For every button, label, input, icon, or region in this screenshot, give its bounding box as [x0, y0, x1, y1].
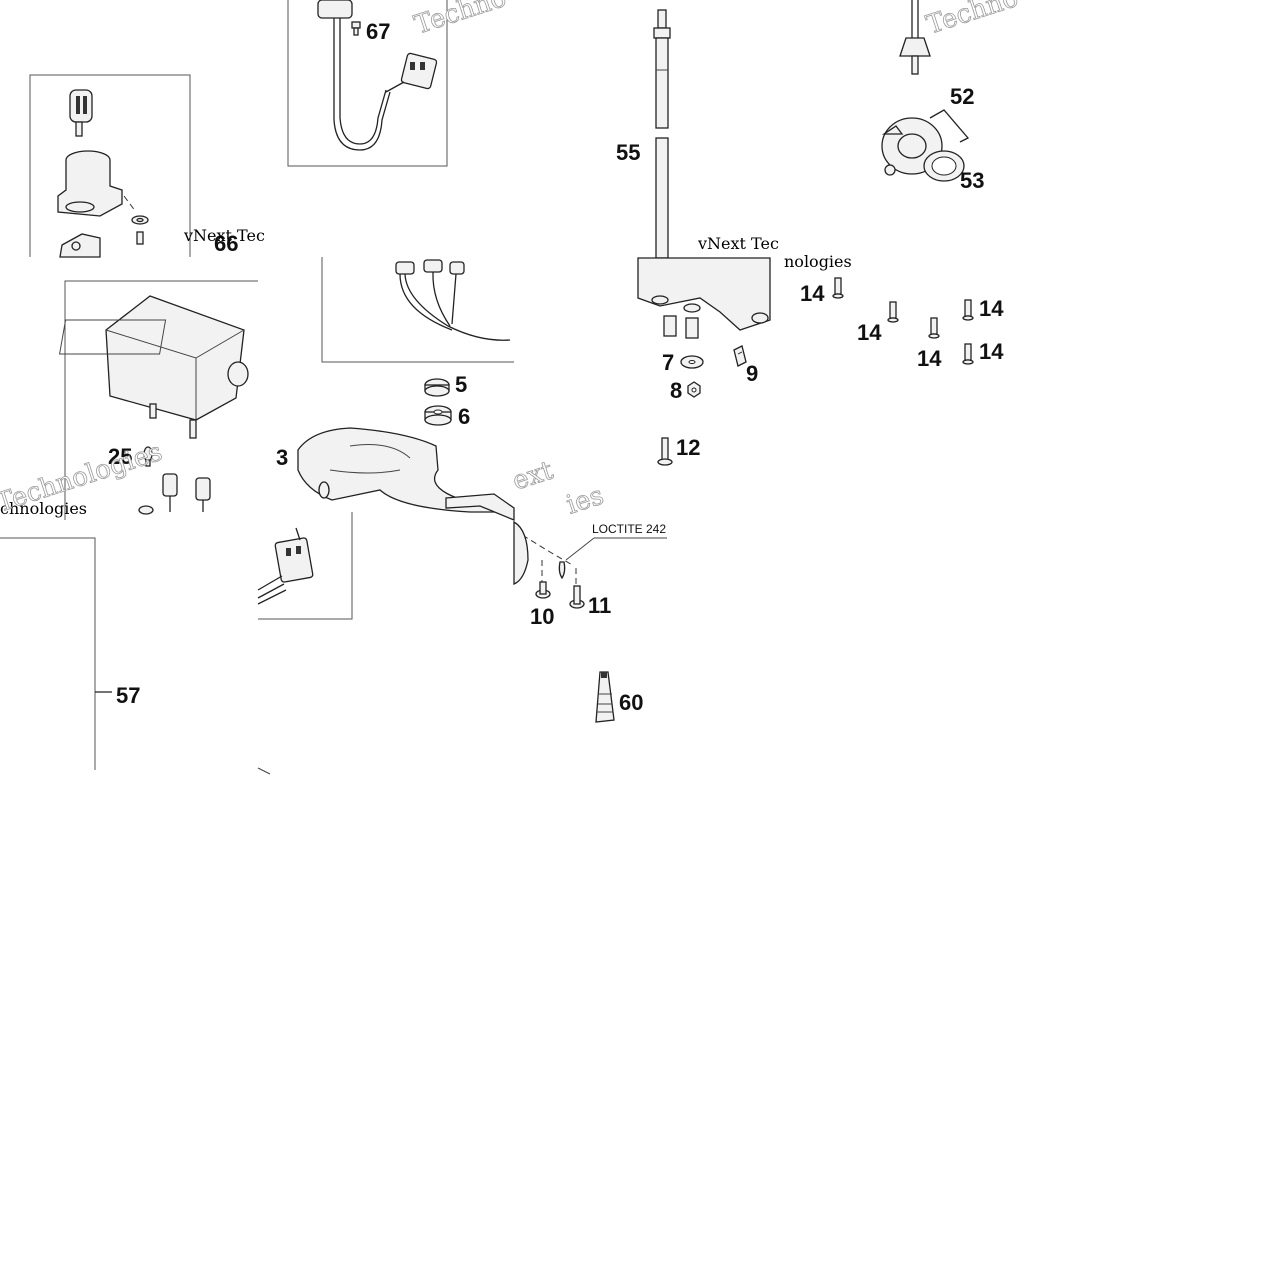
connector-box: [321, 257, 514, 363]
watermarks: vNext Tec vNext Tec nologies chnologies …: [0, 0, 1022, 521]
callout-12: 12: [676, 435, 700, 460]
screw-12: [657, 437, 673, 466]
watermark-ies: ies: [563, 481, 608, 521]
plug-connector-box: [257, 512, 353, 620]
harness-57-box: [0, 537, 271, 775]
callout-5: 5: [455, 372, 467, 397]
callout-9: 9: [746, 361, 758, 386]
tube-60: [595, 671, 615, 723]
speedometer-cable-55: [653, 9, 671, 259]
watermark-chnologies: chnologies: [0, 499, 87, 518]
screws-10-11: [513, 520, 667, 609]
callout-14b: 14: [857, 320, 882, 345]
callout-57: 57: [116, 683, 140, 708]
washer-nut-clip: [680, 345, 747, 398]
callout-3: 3: [276, 445, 288, 470]
callout-14a: 14: [800, 281, 825, 306]
grommets-5-6: [424, 378, 452, 426]
ignition-switch-group: [29, 74, 191, 258]
callout-53: 53: [960, 168, 984, 193]
callout-10: 10: [530, 604, 554, 629]
mounting-bracket: [637, 257, 771, 339]
callout-25: 25: [108, 444, 132, 469]
watermark-vnext-2: vNext Tec: [697, 234, 779, 253]
housing-3: [297, 427, 515, 521]
callout-7: 7: [662, 350, 674, 375]
watermark-vnext-1: vNext Tec: [183, 226, 265, 245]
callout-14d: 14: [979, 296, 1004, 321]
callout-67: 67: [366, 19, 390, 44]
callout-6: 6: [458, 404, 470, 429]
callout-66: 66: [214, 231, 238, 256]
callout-60: 60: [619, 690, 643, 715]
instrument-body: [58, 280, 258, 520]
loctite-note: LOCTITE 242: [592, 522, 666, 536]
harness-box-67: [287, 0, 448, 167]
callout-52: 52: [950, 84, 974, 109]
callout-14e: 14: [979, 339, 1004, 364]
watermark-techno-1: Techno: [411, 0, 510, 41]
callout-11: 11: [588, 593, 611, 618]
screws-14: [832, 277, 974, 365]
watermark-techno-2: Techno: [923, 0, 1022, 41]
watermark-ext: ext: [509, 455, 557, 496]
callout-14c: 14: [917, 346, 942, 371]
watermark-nologies: nologies: [784, 252, 852, 271]
callout-8: 8: [670, 378, 682, 403]
callout-labels: 67 66 55 52 53 14 14 14 14 14 7 8 9 5 6 …: [108, 19, 1004, 715]
speed-drive-52-53: [881, 0, 970, 182]
callout-55: 55: [616, 140, 640, 165]
